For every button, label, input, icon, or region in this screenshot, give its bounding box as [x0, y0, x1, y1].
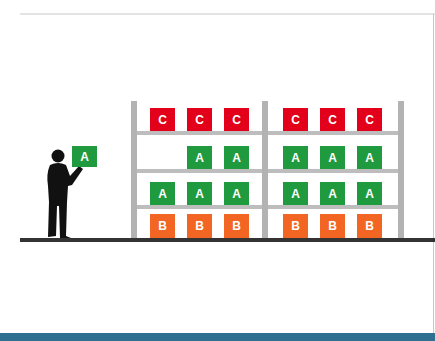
floor-line — [20, 238, 435, 242]
frame-line — [433, 14, 434, 333]
c-box: C — [150, 108, 175, 131]
b-box: B — [224, 214, 249, 238]
c-box: C — [357, 108, 382, 131]
a-box: A — [320, 182, 345, 205]
a-box: A — [357, 182, 382, 205]
box-letter: C — [232, 114, 241, 126]
box-letter: A — [80, 151, 89, 163]
c-box: C — [224, 108, 249, 131]
b-box: B — [320, 214, 345, 238]
footer-bar — [0, 333, 435, 341]
c-box: C — [283, 108, 308, 131]
shelf-upright — [398, 101, 404, 239]
box-letter: A — [365, 152, 374, 164]
box-letter: A — [195, 188, 204, 200]
b-box: B — [357, 214, 382, 238]
box-letter: C — [365, 114, 374, 126]
frame-line — [20, 14, 435, 15]
box-letter: B — [158, 220, 167, 232]
b-box: B — [150, 214, 175, 238]
a-box: A — [187, 182, 212, 205]
box-letter: B — [328, 220, 337, 232]
box-letter: A — [232, 152, 241, 164]
carried-a-box: A — [72, 146, 97, 167]
a-box: A — [320, 146, 345, 169]
box-letter: A — [291, 152, 300, 164]
b-box: B — [187, 214, 212, 238]
box-letter: B — [232, 220, 241, 232]
a-box: A — [224, 146, 249, 169]
box-letter: A — [365, 188, 374, 200]
c-box: C — [187, 108, 212, 131]
a-box: A — [283, 182, 308, 205]
shelf-upright — [131, 101, 137, 239]
a-box: A — [357, 146, 382, 169]
box-letter: A — [291, 188, 300, 200]
box-letter: C — [195, 114, 204, 126]
box-letter: A — [328, 188, 337, 200]
a-box: A — [187, 146, 212, 169]
a-box: A — [224, 182, 249, 205]
box-letter: B — [195, 220, 204, 232]
box-letter: B — [365, 220, 374, 232]
box-letter: B — [291, 220, 300, 232]
box-letter: A — [328, 152, 337, 164]
a-box: A — [283, 146, 308, 169]
c-box: C — [320, 108, 345, 131]
box-letter: A — [232, 188, 241, 200]
b-box: B — [283, 214, 308, 238]
box-letter: A — [158, 188, 167, 200]
box-letter: A — [195, 152, 204, 164]
box-letter: C — [328, 114, 337, 126]
shelf-upright — [262, 101, 268, 239]
a-box: A — [150, 182, 175, 205]
box-letter: C — [158, 114, 167, 126]
box-letter: C — [291, 114, 300, 126]
